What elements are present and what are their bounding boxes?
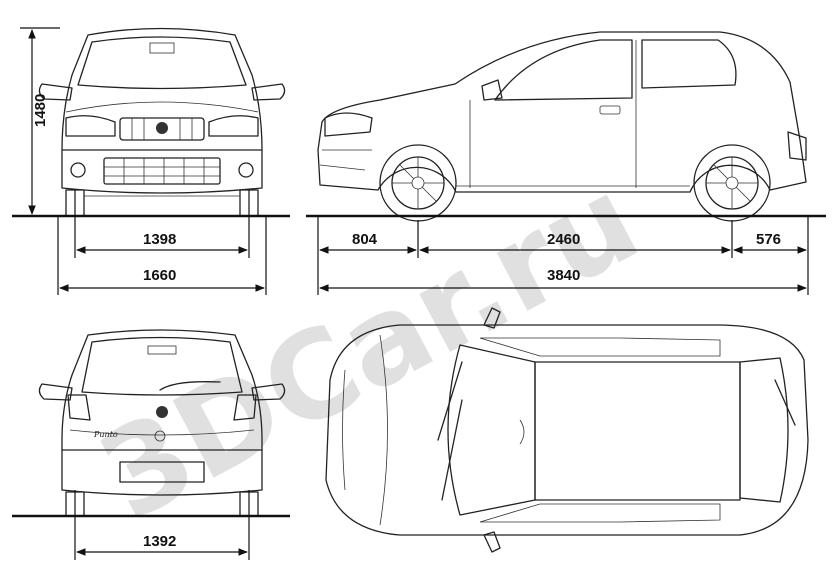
overhang-wheelbase-dimensions: 804 2460 576 [317,216,809,295]
length-label: 3840 [547,267,580,284]
rear-overhang-label: 576 [756,231,781,248]
rear-logo-icon [156,406,168,418]
front-track-dimension: 1398 [74,190,250,258]
watermark-text: 3DCar.ru [79,150,660,547]
rear-track-label: 1392 [143,533,176,550]
front-track-label: 1398 [143,231,176,248]
front-view [38,27,286,217]
side-view [317,31,807,222]
width-label: 1660 [143,267,176,284]
width-dimension: 1660 [57,216,267,295]
rear-model-badge: Punto [93,430,118,439]
front-logo-icon [156,122,168,134]
watermark: 3DCar.ru [79,150,660,547]
height-label: 1480 [32,94,49,127]
front-wheel [379,144,457,222]
rear-wheel [693,144,771,222]
rear-track-dimension: 1392 [74,490,250,560]
rear-view: Punto [38,329,286,517]
length-dimension: 3840 [319,267,807,292]
top-view [325,307,809,553]
height-dimension: 1480 [20,27,60,215]
wheelbase-label: 2460 [547,231,580,248]
front-overhang-label: 804 [352,231,378,248]
